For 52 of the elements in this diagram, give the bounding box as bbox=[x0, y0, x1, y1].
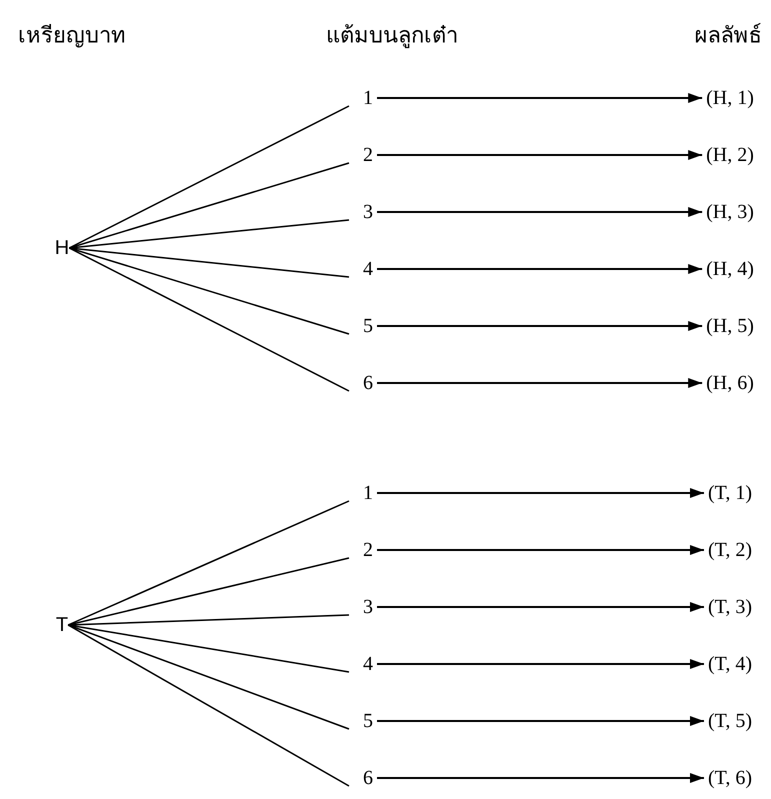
branch-line bbox=[68, 557, 350, 626]
outcome-label: (T, 1) bbox=[704, 481, 756, 505]
arrow bbox=[377, 207, 702, 217]
branch-line bbox=[69, 247, 350, 335]
die-face-number: 6 bbox=[359, 766, 377, 790]
outcome-label: (T, 5) bbox=[704, 709, 756, 733]
outcome-label: (H, 3) bbox=[702, 200, 758, 224]
outcome-label: (H, 5) bbox=[702, 314, 758, 338]
outcome-label: (H, 2) bbox=[702, 143, 758, 167]
column-heading: ผลลัพธ์ bbox=[694, 22, 762, 50]
arrow bbox=[377, 378, 702, 388]
branch-line bbox=[68, 500, 350, 626]
die-face-number: 1 bbox=[359, 86, 377, 110]
arrow bbox=[377, 602, 704, 612]
branch-line bbox=[68, 614, 350, 626]
outcome-label: (T, 4) bbox=[704, 652, 756, 676]
branch-line bbox=[68, 247, 350, 392]
die-face-number: 2 bbox=[359, 143, 377, 167]
branch-line bbox=[69, 247, 350, 278]
outcome-label: (T, 3) bbox=[704, 595, 756, 619]
branch-line bbox=[68, 624, 350, 787]
die-face-number: 3 bbox=[359, 595, 377, 619]
die-face-number: 5 bbox=[359, 709, 377, 733]
coin-side-label: H bbox=[50, 236, 74, 260]
die-face-number: 4 bbox=[359, 257, 377, 281]
arrow bbox=[377, 321, 702, 331]
die-face-number: 3 bbox=[359, 200, 377, 224]
die-face-number: 1 bbox=[359, 481, 377, 505]
branch-line bbox=[68, 624, 350, 730]
branch-line bbox=[69, 219, 350, 249]
column-heading: แต้มบนลูกเต๋า bbox=[326, 22, 458, 50]
column-heading: เหรียญบาท bbox=[18, 22, 126, 50]
outcome-label: (T, 2) bbox=[704, 538, 756, 562]
arrow bbox=[377, 488, 704, 498]
branch-line bbox=[69, 162, 350, 249]
arrow bbox=[377, 773, 704, 783]
arrow bbox=[377, 545, 704, 555]
die-face-number: 2 bbox=[359, 538, 377, 562]
arrow bbox=[377, 150, 702, 160]
die-face-number: 6 bbox=[359, 371, 377, 395]
arrow bbox=[377, 659, 704, 669]
outcome-label: (H, 4) bbox=[702, 257, 758, 281]
outcome-label: (H, 6) bbox=[702, 371, 758, 395]
die-face-number: 4 bbox=[359, 652, 377, 676]
outcome-label: (H, 1) bbox=[702, 86, 758, 110]
outcome-label: (T, 6) bbox=[704, 766, 756, 790]
arrow bbox=[377, 716, 704, 726]
arrow bbox=[377, 264, 702, 274]
die-face-number: 5 bbox=[359, 314, 377, 338]
arrow bbox=[377, 93, 702, 103]
branch-line bbox=[68, 105, 350, 249]
coin-side-label: T bbox=[52, 613, 72, 637]
